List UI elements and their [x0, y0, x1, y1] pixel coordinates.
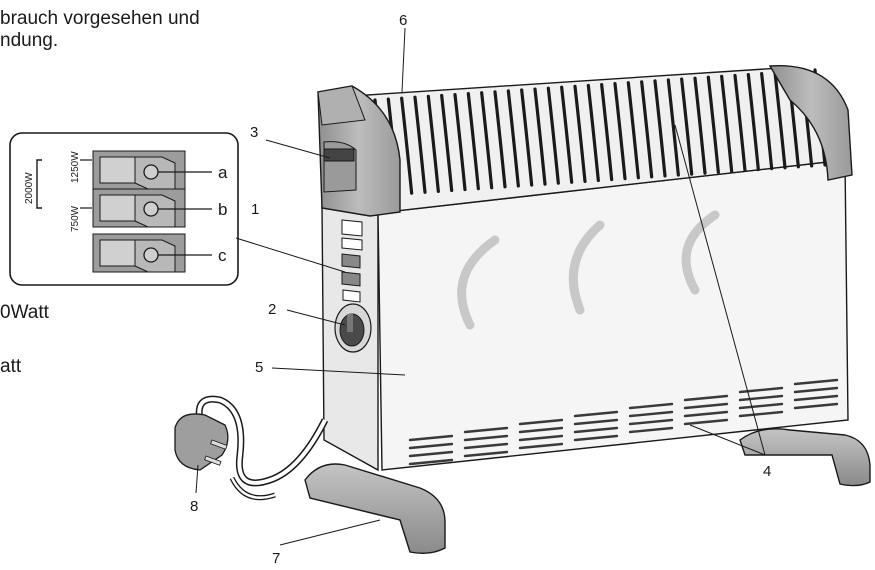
louver-slot [463, 442, 509, 450]
side-controls [341, 219, 363, 303]
switch-b-rocker [92, 188, 186, 228]
grille-slot [760, 72, 774, 171]
callout-5: 5 [255, 359, 263, 376]
louver-slot [793, 378, 839, 386]
plug [174, 413, 229, 471]
louver-slot [683, 418, 729, 426]
grille-slot [440, 93, 454, 193]
grille-slot [693, 76, 707, 175]
grille-slot [546, 86, 560, 185]
louver-slot [628, 402, 674, 410]
louver-slot [408, 434, 454, 442]
grille-slot [533, 87, 547, 186]
grille-slot [600, 82, 614, 182]
louver-slot [738, 394, 784, 402]
left-foot [304, 463, 446, 555]
louver-slot [683, 402, 729, 410]
right-end-cap [768, 65, 853, 181]
grille-slot [520, 88, 534, 187]
louver-slot [463, 426, 509, 434]
louver-slot [683, 394, 729, 402]
grille-slot [560, 85, 574, 184]
switch-c-rocker [92, 233, 186, 273]
louver-slot [518, 442, 564, 450]
louver-slot [573, 410, 619, 418]
callout-leaders [195, 27, 766, 546]
letter-a: a [218, 163, 228, 182]
callout-1: 1 [251, 201, 259, 218]
grille-slot [586, 83, 600, 183]
callout-7: 7 [272, 550, 280, 567]
grille-slot [653, 79, 667, 178]
left-end-cap [317, 85, 401, 217]
louver-slot [408, 450, 454, 458]
power-cord [195, 395, 329, 501]
callout-8: 8 [190, 498, 198, 515]
switch-panel-inset [9, 132, 239, 286]
louver-slot [738, 402, 784, 410]
louver-slot [518, 434, 564, 442]
louver-slot [793, 394, 839, 402]
callout-3: 3 [250, 124, 258, 141]
louver-slot [628, 410, 674, 418]
louver-slot [793, 386, 839, 394]
grille-slot [506, 89, 520, 188]
callout-6: 6 [399, 12, 407, 29]
grille-slot [493, 90, 507, 189]
grille-slot [666, 78, 680, 177]
heat-wave-marks [457, 210, 720, 330]
louver-slot [683, 410, 729, 418]
grille-slot [453, 92, 467, 192]
grille-slot [640, 80, 654, 179]
bottom-louvers [408, 378, 839, 466]
grille-slot [773, 71, 787, 170]
intro-text-line-2: ndung. [0, 30, 59, 51]
label-750w: 750W [70, 205, 81, 232]
wattage-text-line-2: att [0, 356, 22, 377]
label-1250w: 1250W [70, 151, 81, 183]
louver-slot [573, 426, 619, 434]
letter-c: c [218, 246, 227, 265]
louver-slot [408, 442, 454, 450]
right-foot [739, 428, 871, 487]
louver-slot [738, 410, 784, 418]
louver-slot [518, 426, 564, 434]
label-2000w: 2000W [24, 172, 35, 204]
louver-slot [628, 418, 674, 426]
louver-slot [573, 418, 619, 426]
louver-slot [518, 418, 564, 426]
top-grille [373, 68, 827, 197]
grille-slot [400, 96, 414, 195]
grille-slot [613, 82, 627, 181]
letter-b: b [218, 200, 227, 219]
grille-slot [733, 73, 747, 173]
grille-slot [413, 95, 427, 194]
wattage-text-line-1: 0Watt [0, 302, 49, 323]
grille-slot [626, 81, 640, 180]
grille-slot [706, 75, 720, 174]
grille-slot [680, 77, 694, 176]
intro-text-line-1: brauch vorgesehen und [0, 8, 200, 29]
louver-slot [738, 386, 784, 394]
louver-slot [573, 434, 619, 442]
grille-slot [720, 74, 734, 173]
louver-slot [628, 426, 674, 434]
grille-slot [466, 92, 480, 191]
grille-slot [426, 94, 440, 193]
louver-slot [793, 402, 839, 410]
grille-slot [746, 72, 760, 172]
louver-slot [463, 450, 509, 458]
grille-slot [573, 84, 587, 183]
louver-slot [408, 458, 454, 466]
louver-slot [463, 434, 509, 442]
grille-slot [480, 91, 494, 190]
switch-a-rocker [92, 150, 186, 190]
thermostat-knob [334, 303, 372, 353]
callout-2: 2 [268, 301, 276, 318]
callout-4: 4 [763, 463, 771, 480]
